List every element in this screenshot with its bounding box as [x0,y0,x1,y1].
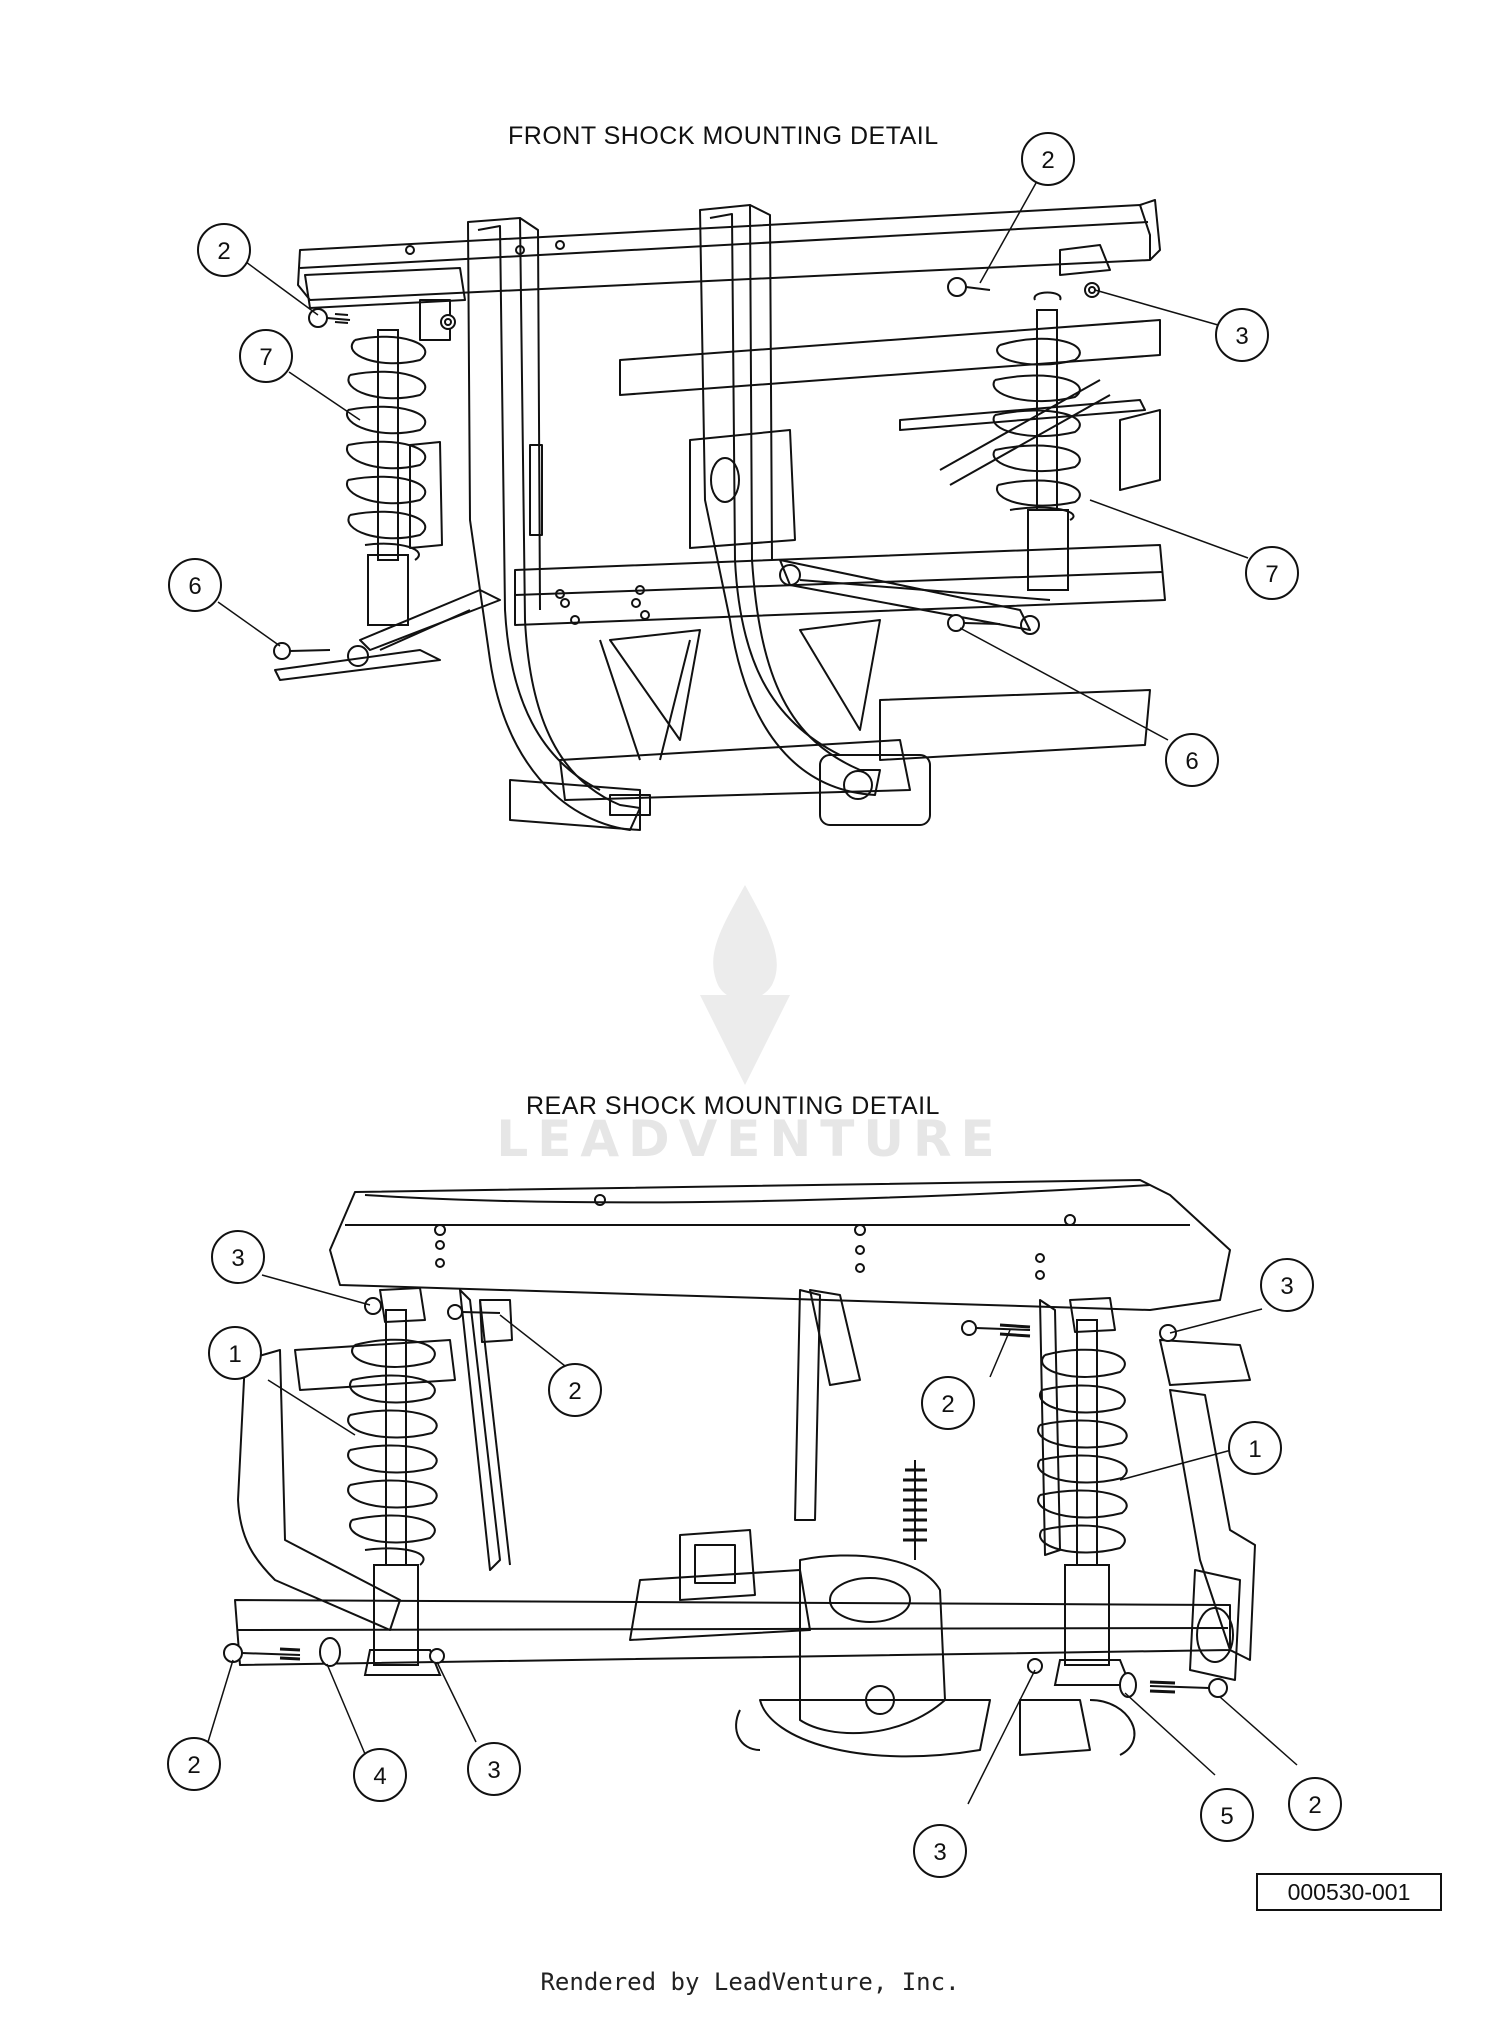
callout-label: 2 [187,1752,200,1779]
rear-frame-drawing [234,1179,1256,1758]
callout-label: 2 [1308,1792,1321,1819]
callout-label: 4 [373,1763,386,1790]
callout-label: 2 [217,238,230,265]
callout-label: 1 [228,1341,241,1368]
diagram-part-code: 000530-001 [1256,1873,1442,1911]
footer-credit: Rendered by LeadVenture, Inc. [540,1968,960,1996]
front-right-shock [992,291,1081,591]
callout-label: 7 [1265,561,1278,588]
rear-right-shock [1037,1319,1132,1686]
callout-label: 2 [941,1391,954,1418]
callout-label: 2 [1041,147,1054,174]
front-section-title: FRONT SHOCK MOUNTING DETAIL [508,122,939,150]
front-frame-drawing [274,199,1166,831]
callout-label: 3 [231,1245,244,1272]
rear-section-title: REAR SHOCK MOUNTING DETAIL [526,1092,940,1120]
leader-lines [207,182,1298,1805]
rear-left-shock [347,1309,442,1676]
callout-label: 1 [1248,1436,1261,1463]
callout-label: 7 [259,344,272,371]
callout-labels: 2 2 3 7 7 6 6 3 1 2 2 3 1 2 4 3 3 5 2 [187,147,1321,1866]
callout-bubbles [167,132,1342,1878]
watermark-logo-icon [700,885,790,1085]
callout-label: 2 [568,1378,581,1405]
callout-label: 5 [1220,1803,1233,1830]
callout-label: 3 [933,1839,946,1866]
callout-label: 3 [1235,323,1248,350]
front-left-shock [346,329,427,626]
callout-label: 6 [1185,748,1198,775]
rear-bolts [223,1297,1228,1698]
callout-label: 6 [188,573,201,600]
callout-label: 3 [487,1757,500,1784]
callout-label: 3 [1280,1273,1293,1300]
watermark-text: LEADVENTURE [496,1110,1004,1168]
front-bolts [273,277,1100,660]
